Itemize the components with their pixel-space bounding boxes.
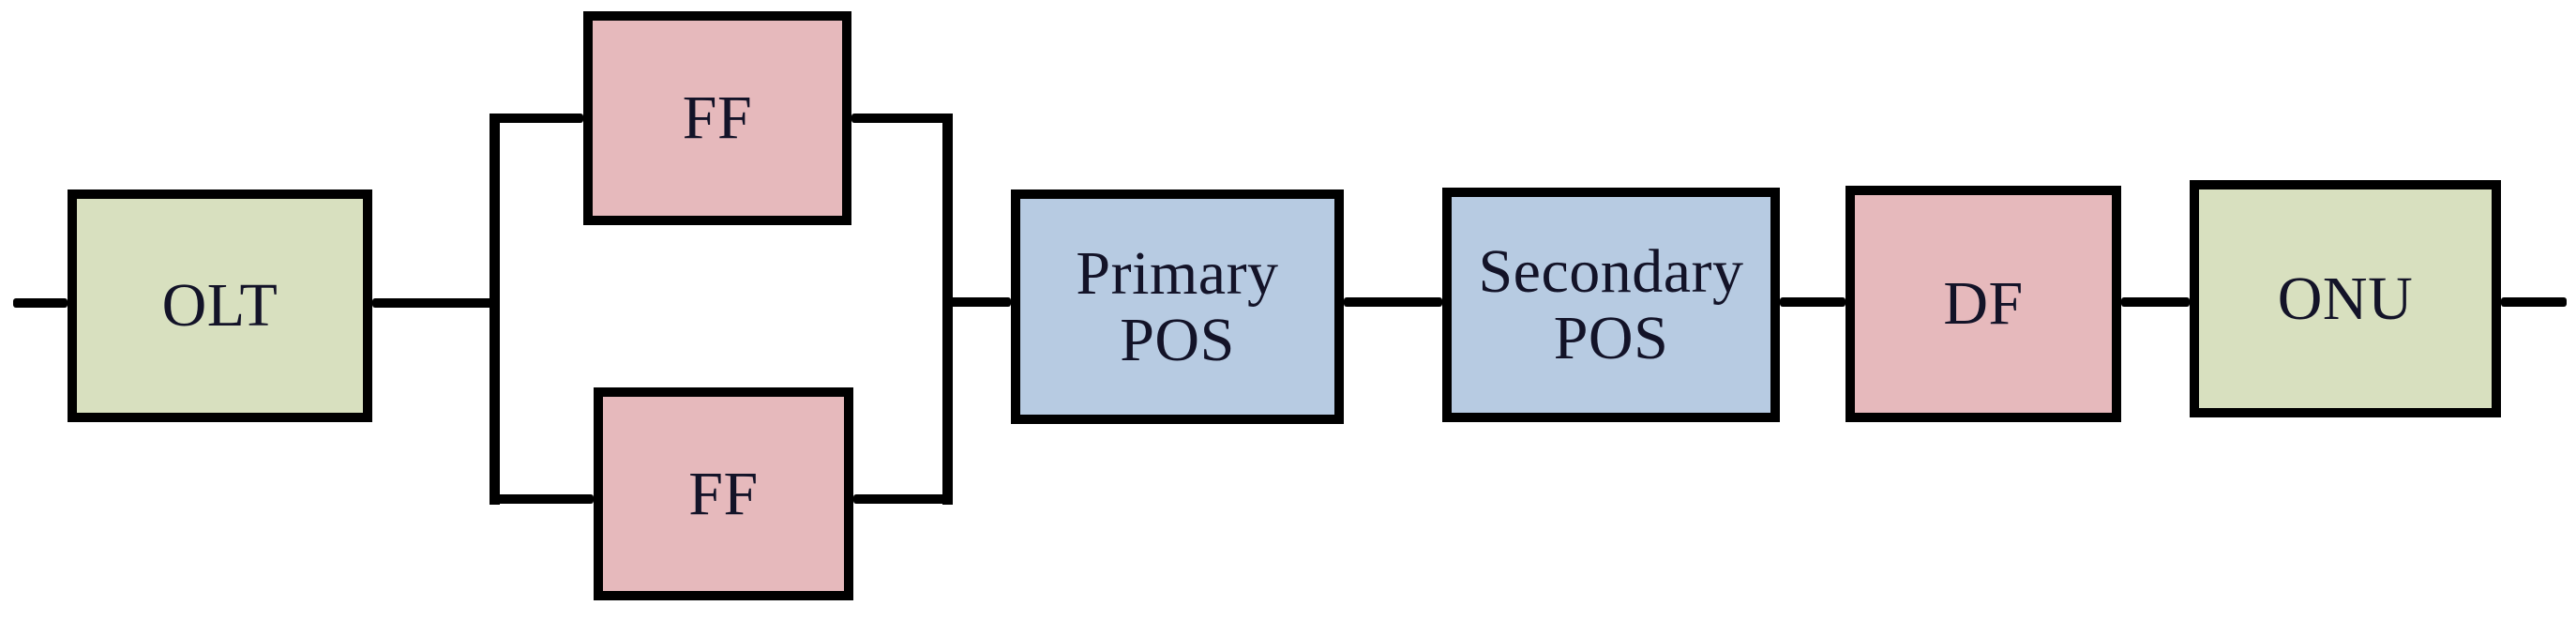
node-secondary-pos: Secondary POS [1442, 188, 1780, 422]
connector-join-to-primary-pos [942, 297, 1011, 307]
connector-secondary-pos-to-df [1780, 297, 1845, 307]
connector-ff-bottom-to-join [853, 494, 953, 504]
node-ff-bottom: FF [594, 387, 853, 600]
node-primary-pos: Primary POS [1011, 189, 1344, 424]
node-secondary-pos-label: Secondary POS [1478, 236, 1744, 372]
node-olt-label: OLT [161, 271, 279, 341]
connector-onu-to-output [2501, 297, 2567, 307]
connector-olt-to-split [372, 298, 500, 308]
node-onu-label: ONU [2277, 264, 2414, 333]
connector-split-to-ff-top [490, 114, 583, 123]
connector-split-to-ff-bottom [490, 494, 594, 504]
join-vertical-rail [942, 114, 953, 505]
connector-input-to-olt [13, 298, 68, 308]
node-primary-pos-label: Primary POS [1076, 238, 1279, 374]
connector-primary-to-secondary-pos [1344, 297, 1442, 307]
node-onu: ONU [2190, 180, 2501, 417]
connector-ff-top-to-join [851, 114, 953, 123]
node-ff-bottom-label: FF [688, 459, 759, 528]
connector-df-to-onu [2121, 297, 2190, 307]
node-df: DF [1845, 186, 2121, 422]
split-vertical-rail [490, 114, 500, 505]
node-df-label: DF [1943, 269, 2024, 339]
node-ff-top-label: FF [682, 83, 753, 153]
node-olt: OLT [68, 189, 372, 422]
node-ff-top: FF [583, 11, 851, 225]
